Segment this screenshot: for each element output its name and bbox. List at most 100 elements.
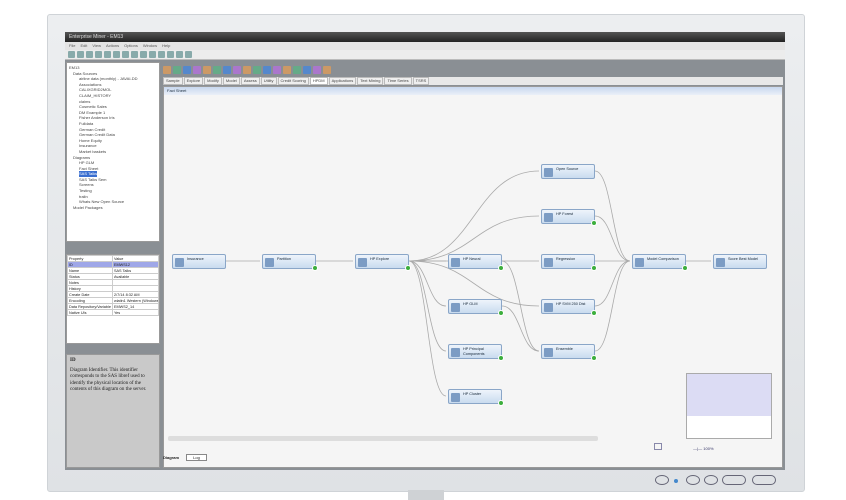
tab-model[interactable]: Model <box>222 77 240 85</box>
toolbar-icon[interactable] <box>86 51 93 58</box>
property-value[interactable]: Yes <box>111 309 160 316</box>
monitor-button[interactable] <box>752 475 776 485</box>
menu-options[interactable]: Options <box>124 43 138 48</box>
tab-utility[interactable]: Utility <box>260 77 277 85</box>
node-tool-icon[interactable] <box>273 66 281 74</box>
node-open-source[interactable]: Open Source <box>541 164 595 179</box>
tab-hpdm[interactable]: HPDM <box>309 77 328 85</box>
tree-root[interactable]: EM13 <box>69 65 80 70</box>
toolbar-icon[interactable] <box>176 51 183 58</box>
node-hp-forest[interactable]: HP Forest <box>541 209 597 226</box>
tab-sample[interactable]: Sample <box>163 77 183 85</box>
node-tool-icon[interactable] <box>323 66 331 74</box>
tree-item-diagram[interactable]: SAS Talks <box>69 171 157 177</box>
tree-item-data-source[interactable]: CLAIM_HISTORY <box>79 92 112 98</box>
node-hp-svm-250-dist[interactable]: HP SVM 250 Dist <box>541 299 597 316</box>
project-tree[interactable]: EM13 Data Sources airline data (monthly)… <box>66 62 160 242</box>
toolbar-icon[interactable] <box>122 51 129 58</box>
toolbar-icon[interactable] <box>104 51 111 58</box>
node-tool-icon[interactable] <box>293 66 301 74</box>
tree-item-data-source[interactable]: Associations <box>79 81 102 87</box>
node-model-comparison[interactable]: Model Comparison <box>632 254 688 271</box>
node-tool-icon[interactable] <box>263 66 271 74</box>
tree-item-data-source[interactable]: Market baskets <box>79 148 107 154</box>
tree-item-diagram[interactable]: Whats New Open Source <box>69 199 157 205</box>
node-tool-icon[interactable] <box>303 66 311 74</box>
monitor-button[interactable] <box>686 475 700 485</box>
toolbar-icon[interactable] <box>113 51 120 58</box>
status-select[interactable]: Log <box>186 454 207 461</box>
node-hp-cluster[interactable]: HP Cluster <box>448 389 504 406</box>
node-tool-icon[interactable] <box>183 66 191 74</box>
overview-map[interactable] <box>686 373 772 439</box>
node-tool-icon[interactable] <box>163 66 171 74</box>
tree-item-data-source[interactable]: Fisher Anderson Iris <box>79 115 115 121</box>
node-hp-neural[interactable]: HP Neural <box>448 254 504 271</box>
node-tool-icon[interactable] <box>313 66 321 74</box>
tree-item-data-source[interactable]: DM Example 1 <box>79 109 106 115</box>
tab-time-series[interactable]: Time Series <box>384 77 412 85</box>
node-tool-icon[interactable] <box>253 66 261 74</box>
toolbar-icon[interactable] <box>68 51 75 58</box>
node-tool-icon[interactable] <box>223 66 231 74</box>
monitor-button[interactable] <box>704 475 718 485</box>
menu-help[interactable]: Help <box>162 43 171 48</box>
tree-item-diagram[interactable]: Testing <box>69 188 157 194</box>
node-tool-icon[interactable] <box>243 66 251 74</box>
node-hp-principal-components[interactable]: HP Principal Components <box>448 344 504 361</box>
tree-item-diagram[interactable]: Fact Sheet <box>69 166 157 172</box>
tab-assess[interactable]: Assess <box>240 77 260 85</box>
tree-item-diagram[interactable]: HP GLM <box>69 160 157 166</box>
monitor-button[interactable] <box>655 475 669 485</box>
tab-applications[interactable]: Applications <box>328 77 357 85</box>
node-regression[interactable]: Regression <box>541 254 597 271</box>
menu-file[interactable]: File <box>69 43 76 48</box>
node-partition[interactable]: Partition <box>262 254 318 271</box>
node-score-best-model[interactable]: Score Best Model <box>713 254 767 269</box>
toolbar-icon[interactable] <box>140 51 147 58</box>
toolbar-icon[interactable] <box>95 51 102 58</box>
toolbar-icon[interactable] <box>167 51 174 58</box>
tree-item-data-source[interactable]: CALIXGRID2MOL <box>79 87 112 93</box>
node-tool-icon[interactable] <box>213 66 221 74</box>
tree-folder-diagrams[interactable]: Diagrams <box>73 154 91 160</box>
menu-actions[interactable]: Actions <box>105 43 120 48</box>
node-ensemble[interactable]: Ensemble <box>541 344 597 361</box>
tree-folder-model-packages[interactable]: Model Packages <box>73 204 103 210</box>
tab-text-mining[interactable]: Text Mining <box>357 77 384 85</box>
tab-credit-scoring[interactable]: Credit Scoring <box>277 77 309 85</box>
toolbar-icon[interactable] <box>131 51 138 58</box>
tree-item-data-source[interactable]: Fulldata <box>79 120 94 126</box>
tree-item-data-source[interactable]: German Credit Data <box>79 132 115 138</box>
node-insurance[interactable]: Insurance <box>172 254 226 269</box>
tree-item-data-source[interactable]: German Credit <box>79 126 106 132</box>
node-tool-icon[interactable] <box>233 66 241 74</box>
node-tool-icon[interactable] <box>173 66 181 74</box>
tree-item-data-source[interactable]: airline data (monthly) - JAVAI-DD <box>79 76 138 82</box>
tree-folder-data-sources[interactable]: Data Sources <box>73 70 98 76</box>
fit-icon[interactable] <box>654 443 662 450</box>
zoom-controls[interactable]: —|— 100% <box>654 443 780 451</box>
tab-tsrs[interactable]: TSRS <box>412 77 430 85</box>
tab-modify[interactable]: Modify <box>204 77 222 85</box>
tab-explore[interactable]: Explore <box>183 77 204 85</box>
node-hp-glm[interactable]: HP GLM <box>448 299 504 316</box>
tree-item-data-source[interactable]: Cosmetic Sales <box>79 104 107 110</box>
node-hp-explore[interactable]: HP Explore <box>355 254 411 271</box>
toolbar-icon[interactable] <box>149 51 156 58</box>
menu-window[interactable]: Window <box>142 43 158 48</box>
tree-item-diagram[interactable]: tralin <box>69 194 157 200</box>
node-tool-icon[interactable] <box>193 66 201 74</box>
tree-item-data-source[interactable]: Insurance <box>79 143 97 149</box>
toolbar-icon[interactable] <box>77 51 84 58</box>
zoom-slider[interactable]: —|— <box>693 446 703 451</box>
node-tool-icon[interactable] <box>283 66 291 74</box>
tree-item-diagram[interactable]: Screens <box>69 182 157 188</box>
monitor-button[interactable] <box>722 475 746 485</box>
tree-item-data-source[interactable]: Home Equity <box>79 137 102 143</box>
horizontal-scrollbar[interactable] <box>168 436 598 441</box>
toolbar-icon[interactable] <box>158 51 165 58</box>
toolbar-icon[interactable] <box>185 51 192 58</box>
menu-view[interactable]: View <box>92 43 101 48</box>
